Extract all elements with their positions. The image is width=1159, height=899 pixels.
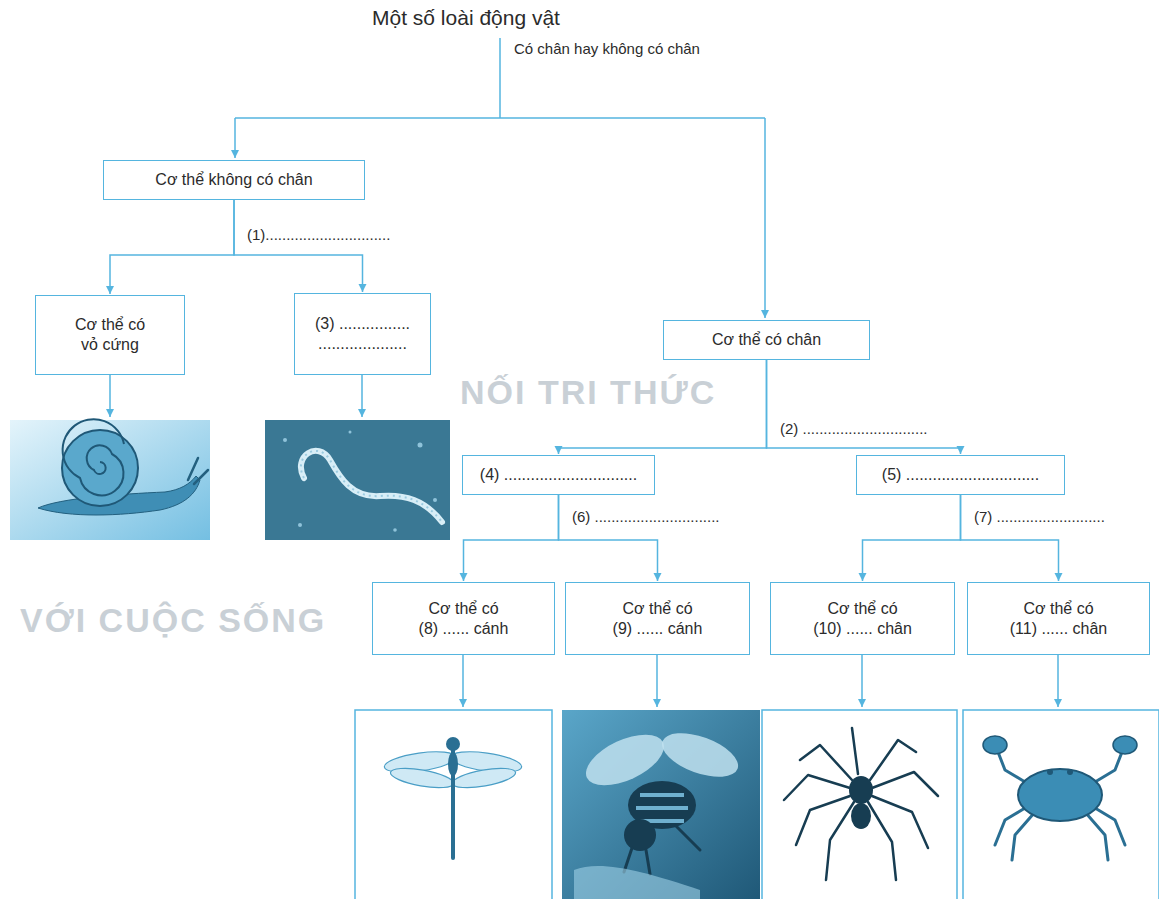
key-text: (4) ..............................	[480, 465, 637, 485]
bee-picture	[636, 795, 688, 821]
trunk-line	[235, 117, 765, 119]
worm-picture	[349, 431, 352, 434]
key-text: Cơ thể có vỏ cứng	[74, 315, 146, 355]
key-text: Cơ thể không có chân	[155, 170, 312, 190]
dragonfly-picture	[355, 710, 552, 899]
picture-arrow	[462, 652, 464, 707]
dragonfly-picture	[355, 710, 552, 899]
spider-picture	[826, 802, 854, 880]
key-label: (1)..............................	[245, 226, 392, 244]
trunk-line	[499, 38, 501, 118]
diagram-title: Một số loài động vật	[372, 6, 560, 30]
key-label: (2) ..............................	[778, 420, 930, 438]
worm-picture	[301, 451, 442, 522]
connector	[110, 200, 234, 294]
bee-picture	[562, 710, 760, 899]
picture-arrow	[1057, 652, 1059, 707]
crab-picture	[963, 710, 1159, 899]
bee-picture	[574, 866, 700, 899]
spider-picture	[762, 710, 957, 899]
dragonfly-picture	[451, 765, 517, 792]
snail-picture	[63, 419, 124, 495]
spider-picture	[784, 728, 938, 880]
worm-picture	[283, 438, 287, 442]
spider-picture	[849, 776, 873, 804]
key-box: Cơ thể có (9) ...... cánh	[565, 582, 750, 655]
key-label: (7) ..........................	[972, 508, 1107, 526]
worm-picture	[418, 443, 423, 448]
bee-picture	[562, 710, 760, 899]
key-label: (6) ..............................	[570, 508, 722, 526]
key-box: Cơ thể có chân	[663, 320, 870, 360]
spider-picture	[762, 710, 957, 899]
watermark: VỚI CUỘC SỐNG	[20, 600, 326, 640]
crab-picture	[1085, 812, 1108, 860]
crab-picture	[1012, 812, 1035, 860]
spider-picture	[851, 803, 871, 829]
spider-picture	[868, 802, 896, 880]
trunk-line	[234, 118, 236, 158]
worm-picture	[265, 420, 450, 540]
key-text: (3) ................ ...................…	[303, 314, 422, 354]
dragonfly-picture	[446, 737, 460, 751]
trunk-line	[764, 118, 766, 318]
key-text: Cơ thể có chân	[712, 330, 821, 350]
key-box: Cơ thể có (8) ...... cánh	[372, 582, 555, 655]
key-text: (5) ..............................	[882, 465, 1039, 485]
key-box: Cơ thể không có chân	[103, 160, 365, 200]
key-box: Cơ thể có (10) ...... chân	[770, 582, 955, 655]
key-label: Có chân hay không có chân	[512, 40, 702, 58]
spider-picture	[852, 728, 858, 774]
picture-arrow	[109, 372, 111, 417]
connector	[234, 200, 363, 292]
key-box: Cơ thể có (11) ...... chân	[967, 582, 1150, 655]
snail-picture	[10, 420, 210, 540]
key-text: Cơ thể có (8) ...... cánh	[418, 599, 508, 639]
crab-picture	[983, 736, 1007, 754]
dragonfly-picture	[389, 765, 455, 792]
key-text: Cơ thể có (10) ...... chân	[813, 599, 912, 639]
watermark: NỐI TRI THỨC	[460, 372, 716, 412]
crab-picture	[1113, 736, 1137, 754]
spider-picture	[784, 775, 850, 800]
key-box: Cơ thể có vỏ cứng	[35, 295, 185, 375]
worm-picture	[265, 420, 450, 540]
snail-picture	[188, 458, 198, 480]
picture-arrow	[361, 372, 363, 417]
worm-picture	[298, 523, 302, 527]
key-text: Cơ thể có (11) ...... chân	[1009, 599, 1108, 639]
bee-picture	[624, 826, 700, 874]
key-box: (5) ..............................	[856, 455, 1065, 495]
worm-picture	[433, 498, 437, 502]
crab-picture	[1018, 769, 1102, 821]
connector	[767, 360, 961, 454]
picture-arrow	[861, 652, 863, 707]
connector	[863, 495, 961, 581]
dragonfly-picture	[448, 752, 458, 776]
crab-picture	[963, 710, 1159, 899]
crab-picture	[1047, 769, 1053, 775]
worm-picture	[393, 528, 397, 532]
bee-picture	[656, 724, 743, 785]
snail-picture	[194, 470, 208, 484]
key-text: Cơ thể có (9) ...... cánh	[612, 599, 702, 639]
worm-picture	[301, 451, 442, 522]
picture-arrow	[656, 652, 658, 707]
key-box: (3) ................ ...................…	[294, 293, 431, 375]
bee-picture	[624, 819, 656, 851]
crab-picture	[995, 752, 1125, 860]
crab-picture	[1067, 769, 1073, 775]
spider-picture	[872, 772, 938, 796]
picture-arrow	[110, 372, 1058, 707]
connector	[464, 495, 559, 581]
key-box: (4) ..............................	[462, 455, 655, 495]
snail-picture	[10, 419, 210, 540]
